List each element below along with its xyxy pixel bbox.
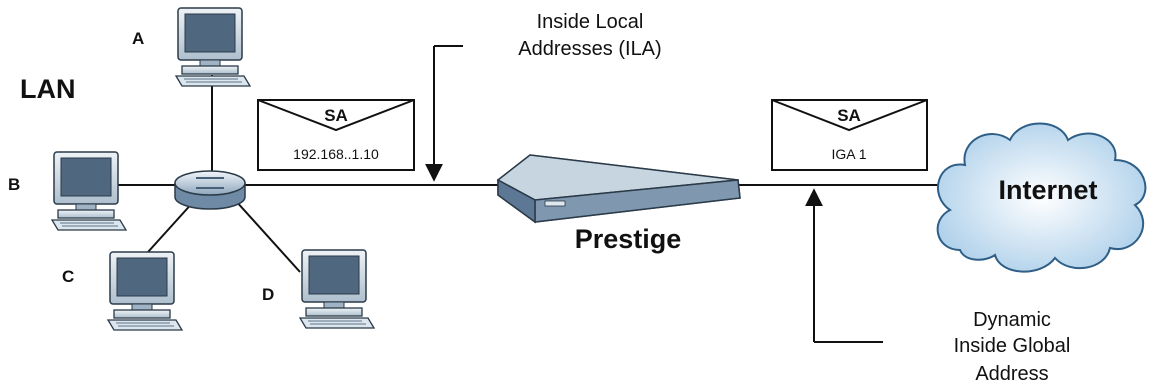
diga-label-line2: Inside Global bbox=[954, 335, 1071, 357]
envelope-right bbox=[771, 99, 928, 171]
envelope-right-header: SA bbox=[837, 106, 861, 125]
router-icon bbox=[496, 154, 741, 224]
computer-b-icon bbox=[51, 151, 127, 231]
host-label-a: A bbox=[132, 29, 144, 48]
ila-label-line2: Addresses (ILA) bbox=[518, 38, 661, 60]
computer-a-icon bbox=[175, 7, 251, 87]
computer-d-icon bbox=[299, 249, 375, 329]
envelope-left-body: 192.168..1.10 bbox=[293, 146, 379, 162]
internet-label: Internet bbox=[998, 175, 1097, 205]
router-label: Prestige bbox=[575, 224, 682, 254]
host-label-b: B bbox=[8, 175, 20, 194]
hub-icon bbox=[174, 170, 246, 210]
host-label-d: D bbox=[262, 285, 274, 304]
link-c-hub bbox=[147, 199, 196, 253]
envelope-right-body: IGA 1 bbox=[831, 146, 866, 162]
envelope-left-header: SA bbox=[324, 106, 348, 125]
ila-label-line1: Inside Local bbox=[537, 11, 644, 33]
diga-label-line3: Address bbox=[975, 363, 1048, 385]
diga-label-line1: Dynamic bbox=[973, 309, 1051, 331]
link-d-hub bbox=[234, 199, 301, 273]
host-label-c: C bbox=[62, 267, 74, 286]
computer-c-icon bbox=[107, 251, 183, 331]
lan-label: LAN bbox=[20, 74, 76, 104]
cloud-icon bbox=[936, 122, 1147, 273]
envelope-left bbox=[257, 99, 415, 171]
